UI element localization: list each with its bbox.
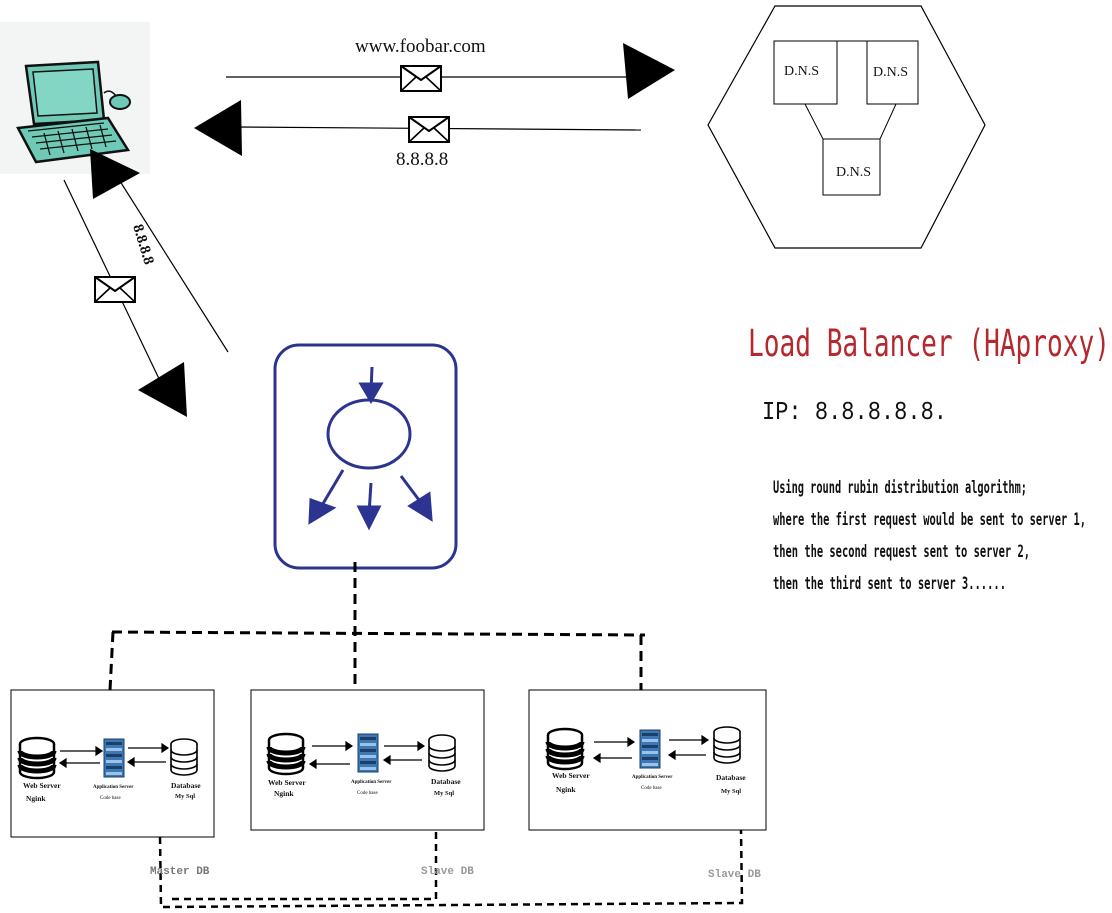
app-server-icon	[103, 738, 125, 778]
app-server-label: Application Server	[632, 775, 673, 780]
server-box	[10, 689, 215, 838]
database-label: Database	[431, 777, 461, 786]
database-label: Database	[171, 781, 201, 790]
web-server-sub: Ngink	[274, 789, 294, 798]
lb-note-line: then the third sent to server 3......	[773, 574, 1006, 594]
database-sub: My Sql	[434, 790, 454, 797]
database-icon	[713, 726, 741, 764]
laptop-icon	[0, 22, 150, 174]
database-sub: My Sql	[721, 788, 741, 795]
lb-ip: IP: 8.8.8.8.8.	[762, 397, 947, 427]
domain-label: www.foobar.com	[355, 36, 486, 57]
dns-node-label: D.N.S	[784, 64, 819, 79]
dns-cluster	[707, 5, 986, 249]
dns-node-label: D.N.S	[873, 65, 908, 80]
flow-arrows	[58, 742, 170, 769]
app-server-label: Application Server	[351, 780, 392, 785]
envelope-icon	[408, 116, 450, 143]
db-role-label: Master DB	[150, 866, 210, 878]
lb-note-line: Using round rubin distribution algorithm…	[773, 478, 1027, 498]
dns-node	[773, 40, 838, 105]
web-server-sub: Ngink	[26, 794, 46, 803]
app-server-sub: Code base	[641, 786, 662, 791]
web-server-label: Web Server	[268, 778, 306, 787]
flow-arrows	[308, 740, 426, 770]
lb-note-line: then the second request sent to server 2…	[773, 542, 1030, 562]
envelope-icon	[400, 65, 442, 92]
replication-lines	[158, 829, 744, 909]
app-server-sub: Code base	[357, 791, 378, 796]
web-server-icon	[269, 734, 303, 774]
app-server-icon	[357, 733, 379, 773]
dns-node	[822, 138, 881, 196]
app-server-icon	[639, 729, 661, 769]
database-sub: My Sql	[175, 793, 195, 800]
envelope-icon	[94, 276, 136, 303]
lb-title: Load Balancer (HAproxy)	[748, 322, 1110, 365]
server-box	[528, 689, 767, 831]
database-icon	[428, 734, 456, 772]
server-box	[250, 689, 485, 831]
database-label: Database	[716, 773, 746, 782]
web-server-sub: Ngink	[556, 785, 576, 794]
dns-node	[866, 40, 919, 105]
web-server-label: Web Server	[23, 781, 61, 790]
lb-response-arrow	[90, 149, 229, 353]
flow-arrows	[592, 734, 710, 764]
web-server-label: Web Server	[552, 771, 590, 780]
app-server-sub: Code base	[100, 796, 121, 801]
reply-ip-label: 8.8.8.8	[396, 149, 448, 170]
db-role-label: Slave DB	[708, 869, 761, 881]
dns-node-label: D.N.S	[836, 165, 871, 180]
db-role-label: Slave DB	[421, 866, 474, 878]
database-icon	[170, 738, 198, 776]
app-server-label: Application Server	[93, 785, 134, 790]
web-server-icon	[548, 729, 582, 769]
diag-ip-label: 8.8.8.8	[129, 222, 156, 266]
web-server-icon	[20, 738, 54, 778]
distribution-lines	[108, 562, 646, 691]
load-balancer-icon	[273, 343, 458, 570]
lb-note-line: where the first request would be sent to…	[773, 510, 1086, 530]
